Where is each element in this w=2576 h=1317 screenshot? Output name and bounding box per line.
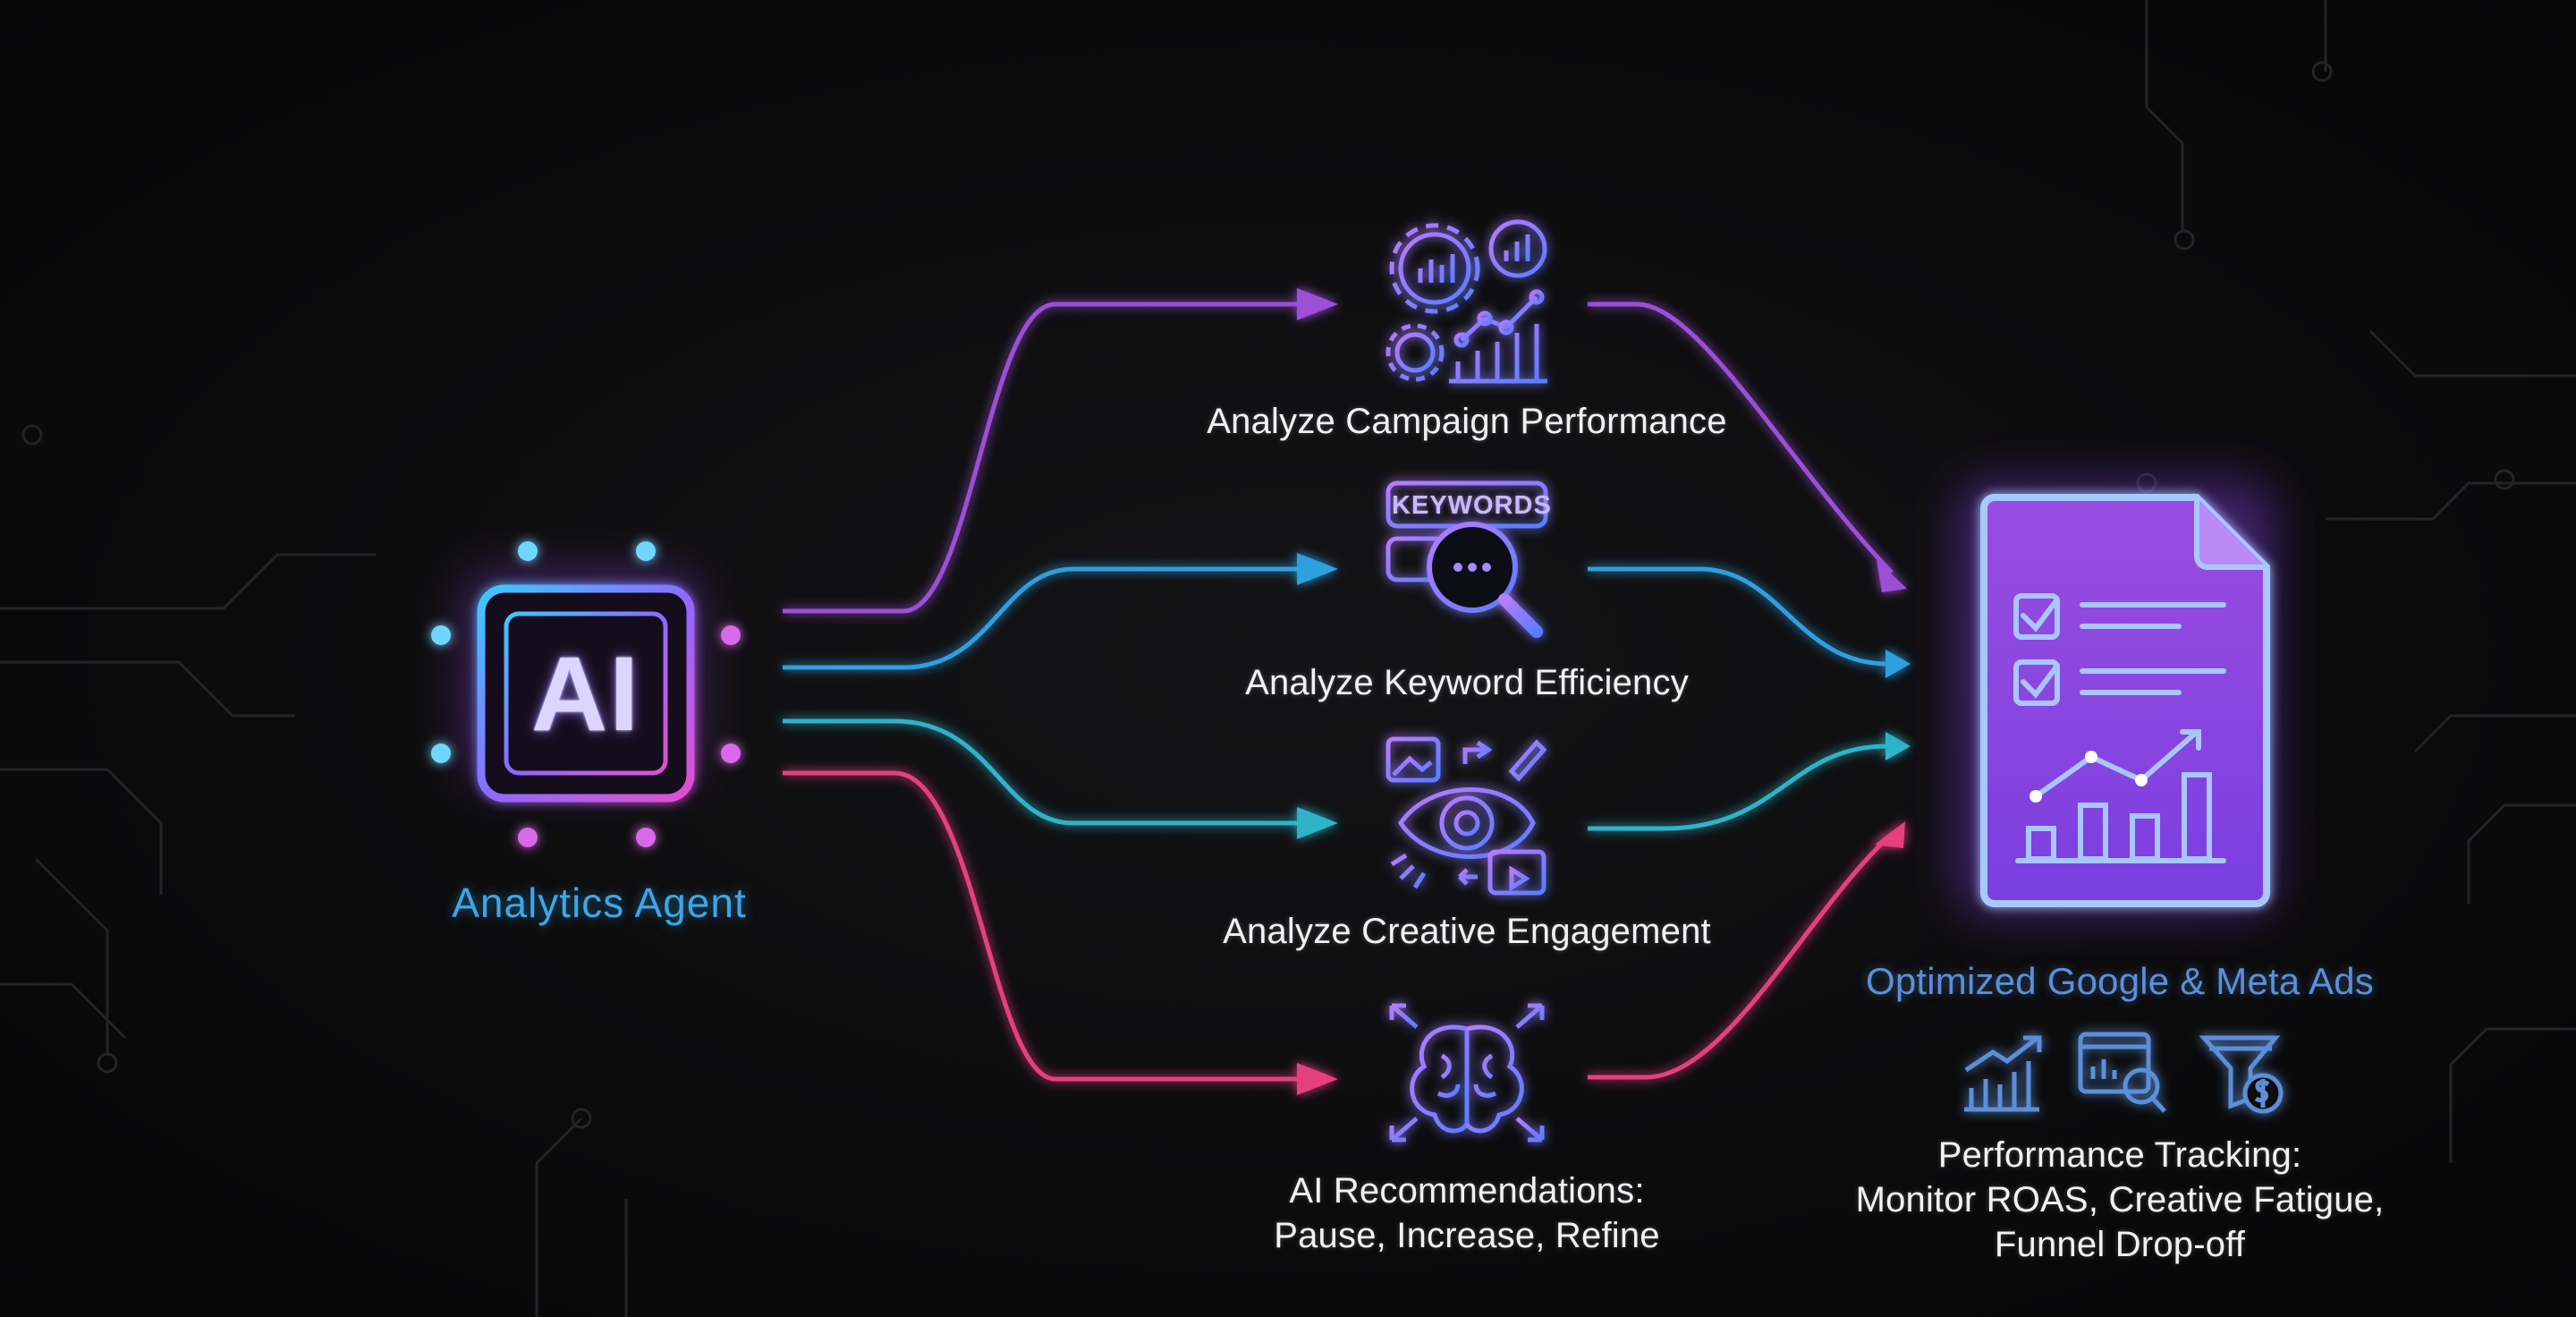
- output-connectors: [1588, 302, 1894, 1080]
- connector-campaign-to-output: [1588, 302, 1894, 574]
- tracking-line-1: Performance Tracking:: [1937, 1135, 2302, 1175]
- agent-label: Analytics Agent: [452, 879, 747, 926]
- arrowhead-output-campaign: [1877, 560, 1907, 592]
- report-document-icon: [1959, 483, 2272, 913]
- connector-keyword-to-output: [1588, 566, 1888, 667]
- gear-chart-icon: [1385, 219, 1547, 384]
- tracking-line-3: Funnel Drop-off: [1994, 1225, 2246, 1264]
- connector-agent-to-keyword: [783, 566, 1297, 670]
- tracking-label: Performance Tracking: Monitor ROAS, Crea…: [1798, 1133, 2442, 1267]
- recommendations-line-1: AI Recommendations:: [1289, 1171, 1645, 1211]
- recommendations-line-2: Pause, Increase, Refine: [1274, 1216, 1660, 1255]
- output-arrowheads: [1875, 560, 1911, 848]
- chip-ai-text: AI: [531, 635, 640, 753]
- agent-connectors: [783, 302, 1297, 1082]
- growth-chart-icon: [1964, 1035, 2042, 1112]
- task-label-keyword: Analyze Keyword Efficiency: [1245, 663, 1689, 702]
- keyword-search-icon: [1385, 480, 1548, 638]
- brain-arrows-icon: [1389, 1003, 1545, 1143]
- dashboard-search-icon: [2078, 1032, 2166, 1113]
- connector-recommendations-to-output: [1588, 835, 1891, 1080]
- arrowhead-creative: [1297, 807, 1338, 839]
- arrowhead-campaign: [1297, 288, 1338, 320]
- task-label-creative: Analyze Creative Engagement: [1223, 912, 1711, 951]
- connector-creative-to-output: [1588, 743, 1888, 831]
- arrowhead-output-creative: [1885, 732, 1911, 760]
- eye-creative-icon: [1385, 736, 1547, 896]
- connector-agent-to-creative: [783, 718, 1297, 826]
- task-label-campaign: Analyze Campaign Performance: [1207, 402, 1727, 441]
- arrowhead-output-recommendations: [1875, 821, 1905, 848]
- ai-chip-icon: [431, 541, 741, 847]
- connector-agent-to-campaign: [783, 302, 1297, 614]
- connector-agent-to-recommendations: [783, 770, 1297, 1082]
- agent-connector-arrowheads: [1297, 288, 1338, 1095]
- keywords-badge: KEYWORDS: [1392, 491, 1552, 520]
- funnel-dollar-icon: [2199, 1035, 2284, 1114]
- arrowhead-output-keyword: [1885, 650, 1911, 678]
- tracking-line-2: Monitor ROAS, Creative Fatigue,: [1855, 1180, 2385, 1219]
- arrowhead-keyword: [1297, 553, 1338, 585]
- output-title: Optimized Google & Meta Ads: [1865, 960, 2374, 1002]
- task-label-recommendations: AI Recommendations: Pause, Increase, Ref…: [1154, 1168, 1780, 1258]
- arrowhead-recommendations: [1297, 1063, 1338, 1095]
